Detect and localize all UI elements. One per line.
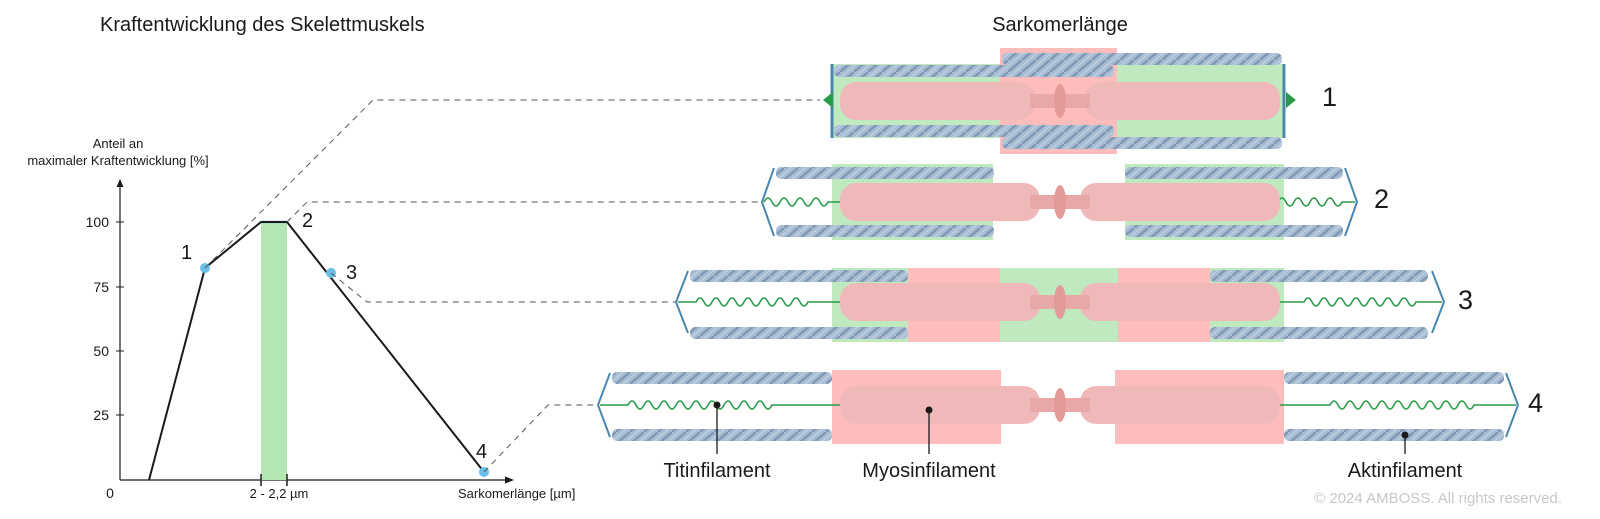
x-axis-label: Sarkomerlänge [µm]	[458, 486, 575, 501]
actin-label: Aktinfilament	[1348, 460, 1463, 482]
y-axis-label-line2: maximaler Kraftentwicklung [%]	[27, 153, 208, 168]
force-length-graph: Kraftentwicklung des Skelettmuskels Ante…	[27, 14, 575, 501]
y-tick-75: 75	[93, 279, 109, 295]
sarcomere-label-4: 4	[1528, 388, 1543, 418]
myosin-callout: Myosinfilament	[862, 406, 996, 482]
titin-callout: Titinfilament	[663, 401, 771, 482]
sarcomere-label-1: 1	[1322, 82, 1337, 112]
callouts: Titinfilament Myosinfilament Aktinfilame…	[663, 401, 1463, 482]
x-axis-arrow	[505, 476, 514, 484]
connector-lines	[204, 99, 820, 473]
y-axis-label-line1: Anteil an	[93, 136, 144, 151]
titin-label: Titinfilament	[663, 460, 771, 482]
curve-label-4: 4	[476, 441, 487, 463]
origin-label: 0	[106, 485, 114, 501]
y-ticks: 100 75 50 25	[86, 214, 124, 423]
curve-label-2: 2	[302, 210, 313, 232]
optimum-range-band	[261, 222, 287, 480]
curve-label-3: 3	[346, 262, 357, 284]
curve-label-1: 1	[181, 242, 192, 264]
y-tick-25: 25	[93, 407, 109, 423]
graph-title: Kraftentwicklung des Skelettmuskels	[100, 14, 425, 36]
force-length-curve	[148, 221, 485, 481]
sarcomere-label-3: 3	[1458, 285, 1473, 315]
sarcomere-1: 1	[823, 48, 1337, 154]
optimum-range-label: 2 - 2,2 µm	[250, 486, 309, 501]
sarcomere-2: 2	[760, 164, 1389, 240]
myosin-label: Myosinfilament	[862, 460, 996, 482]
y-tick-100: 100	[86, 214, 110, 230]
sarcomere-3: 3	[674, 268, 1473, 342]
copyright-notice: © 2024 AMBOSS. All rights reserved.	[1314, 490, 1562, 507]
y-axis-arrow	[116, 179, 124, 187]
y-tick-50: 50	[93, 343, 109, 359]
actin-callout: Aktinfilament	[1348, 431, 1463, 482]
sarcomere-label-2: 2	[1374, 184, 1389, 214]
optimum-range-bracket	[260, 474, 288, 486]
sarcomere-title: Sarkomerlänge	[992, 14, 1128, 36]
sarcomere-4: 4	[596, 370, 1543, 444]
